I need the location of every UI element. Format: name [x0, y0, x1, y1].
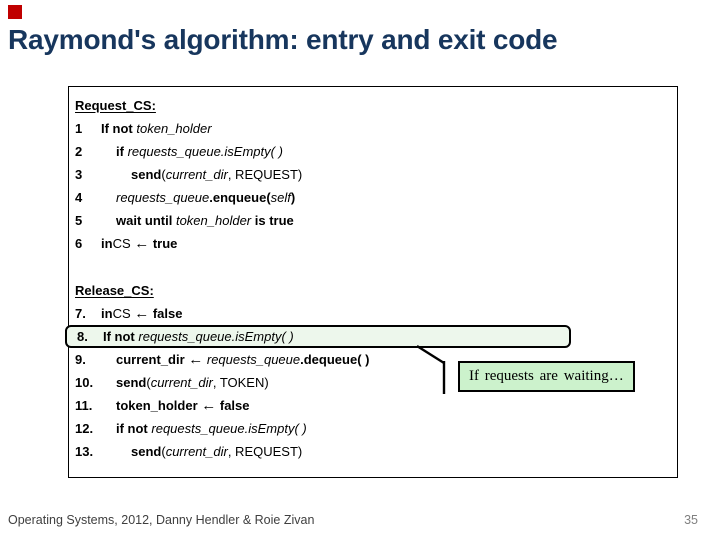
- code-sections: Request_CS: 1 If not token_holder 2 if reque…: [65, 94, 677, 463]
- code-section-request: Request_CS: 1 If not token_holder 2 if reque…: [75, 94, 677, 255]
- page-number: 35: [684, 513, 698, 527]
- footer-credits: Operating Systems, 2012, Danny Hendler &…: [8, 513, 315, 527]
- code-text: current_dir ← requests_queue.dequeue( ): [116, 351, 370, 368]
- code-line: 3 send(current_dir, REQUEST): [75, 163, 677, 186]
- code-text: If not token_holder: [101, 121, 212, 136]
- line-number: 11.: [75, 398, 93, 413]
- code-text: If not requests_queue.isEmpty( ): [103, 329, 294, 344]
- left-arrow-icon: ←: [134, 305, 150, 322]
- code-text: if not requests_queue.isEmpty( ): [116, 421, 307, 436]
- code-line: 10. send(current_dir, TOKEN): [75, 371, 677, 394]
- code-panel: Request_CS: 1 If not token_holder 2 if reque…: [65, 86, 678, 478]
- left-arrow-icon: ←: [188, 351, 204, 368]
- line-number: 10.: [75, 375, 94, 390]
- code-text: inCS ← true: [101, 235, 178, 252]
- slide-title: Raymond's algorithm: entry and exit code: [8, 24, 558, 55]
- code-section-release: Release_CS: 7. inCS ← false 8. If not reques…: [65, 279, 677, 463]
- code-text: send(current_dir, REQUEST): [131, 167, 303, 182]
- code-line: 12. if not requests_queue.isEmpty( ): [75, 417, 677, 440]
- code-line: 6 inCS ← true: [75, 232, 677, 255]
- callout-text: If requests are waiting…: [469, 368, 624, 384]
- callout-box: If requests are waiting…: [458, 361, 635, 392]
- code-line: 11. token_holder ← false: [75, 394, 677, 417]
- code-line: 9. current_dir ← requests_queue.dequeue( …: [75, 348, 677, 371]
- line-number: 13.: [75, 444, 94, 459]
- code-section-header: Request_CS:: [75, 98, 156, 113]
- code-text: inCS ← false: [101, 305, 183, 322]
- code-line: 7. inCS ← false: [75, 302, 677, 325]
- line-number: 2: [75, 144, 83, 159]
- code-text: wait until token_holder is true: [116, 213, 294, 228]
- code-line: 2 if requests_queue.isEmpty( ): [75, 140, 677, 163]
- code-text: send(current_dir, REQUEST): [131, 444, 303, 459]
- accent-square: [8, 5, 22, 19]
- line-number: 1: [75, 121, 83, 136]
- code-text: token_holder ← false: [116, 397, 250, 414]
- code-line: 4 requests_queue.enqueue(self): [75, 186, 677, 209]
- line-number: 5: [75, 213, 83, 228]
- left-arrow-icon: ←: [134, 235, 150, 252]
- left-arrow-icon: ←: [201, 397, 217, 414]
- line-number: 7.: [75, 306, 86, 321]
- callout-connector-line: [416, 344, 446, 394]
- code-line: 13. send(current_dir, REQUEST): [75, 440, 677, 463]
- code-text: send(current_dir, TOKEN): [116, 375, 269, 390]
- code-section-header: Release_CS:: [75, 283, 154, 298]
- line-number: 9.: [75, 352, 86, 367]
- line-number: 12.: [75, 421, 94, 436]
- code-text: if requests_queue.isEmpty( ): [116, 144, 283, 159]
- line-number: 6: [75, 236, 83, 251]
- code-line-highlighted: 8. If not requests_queue.isEmpty( ): [65, 325, 571, 348]
- line-number: 3: [75, 167, 83, 182]
- code-line: 1 If not token_holder: [75, 117, 677, 140]
- code-line: 5 wait until token_holder is true: [75, 209, 677, 232]
- line-number: 8.: [77, 329, 88, 344]
- line-number: 4: [75, 190, 83, 205]
- code-text: requests_queue.enqueue(self): [116, 190, 296, 205]
